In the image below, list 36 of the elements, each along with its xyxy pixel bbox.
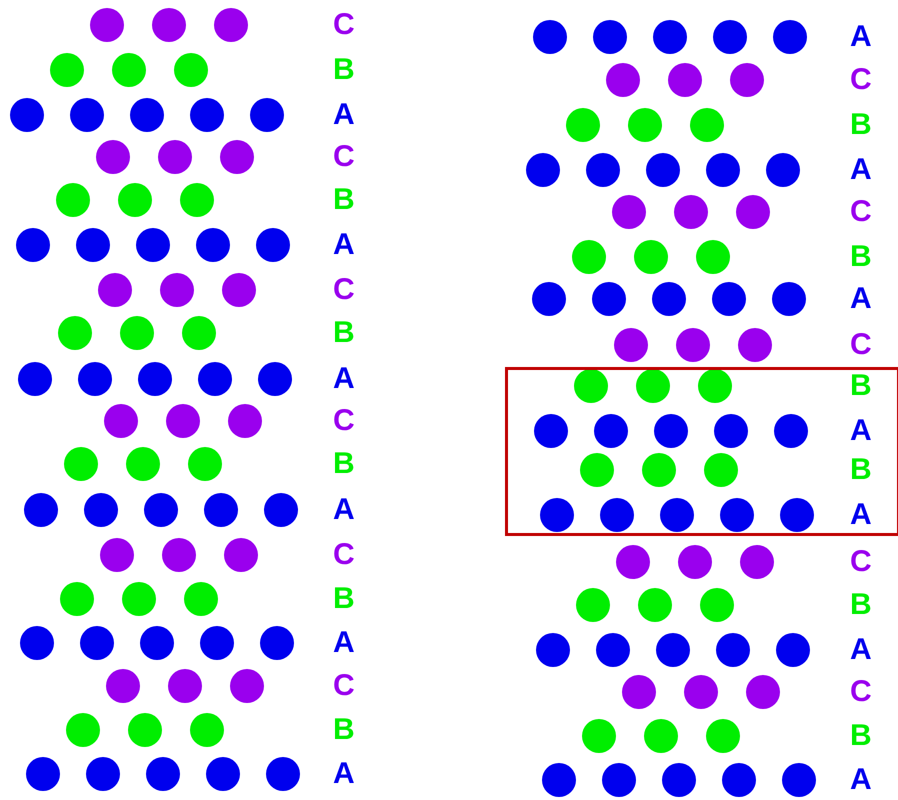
layer-label: A <box>850 500 872 530</box>
layer-label: B <box>850 721 872 751</box>
layer-label: A <box>850 635 872 665</box>
layer-label: C <box>850 197 872 227</box>
layer-label: A <box>850 416 872 446</box>
layer-label: B <box>333 185 355 215</box>
layer-label: C <box>850 65 872 95</box>
layer-label: B <box>333 55 355 85</box>
layer-label: C <box>850 677 872 707</box>
layer-label: C <box>333 540 355 570</box>
layer-label: C <box>333 671 355 701</box>
layer-label: A <box>333 364 355 394</box>
layer-label: C <box>333 406 355 436</box>
layer-label: A <box>850 22 872 52</box>
layer-label: B <box>850 371 872 401</box>
layer-label: B <box>333 584 355 614</box>
layer-label: C <box>850 547 872 577</box>
layer-label: B <box>333 318 355 348</box>
layer-label: B <box>850 590 872 620</box>
layer-label: B <box>850 242 872 272</box>
layer-label: A <box>850 765 872 795</box>
layer-label: B <box>333 715 355 745</box>
layer-label: A <box>333 230 355 260</box>
layer-label: A <box>333 759 355 789</box>
layer-label: C <box>333 142 355 172</box>
layer-label: A <box>333 628 355 658</box>
layer-label: C <box>850 330 872 360</box>
layer-label: A <box>850 284 872 314</box>
layer-label: A <box>333 100 355 130</box>
layer-label: A <box>850 155 872 185</box>
layer-label: C <box>333 275 355 305</box>
layer-label: B <box>850 455 872 485</box>
layer-label: A <box>333 495 355 525</box>
layer-label: C <box>333 10 355 40</box>
layer-label: B <box>850 110 872 140</box>
layer-label: B <box>333 449 355 479</box>
